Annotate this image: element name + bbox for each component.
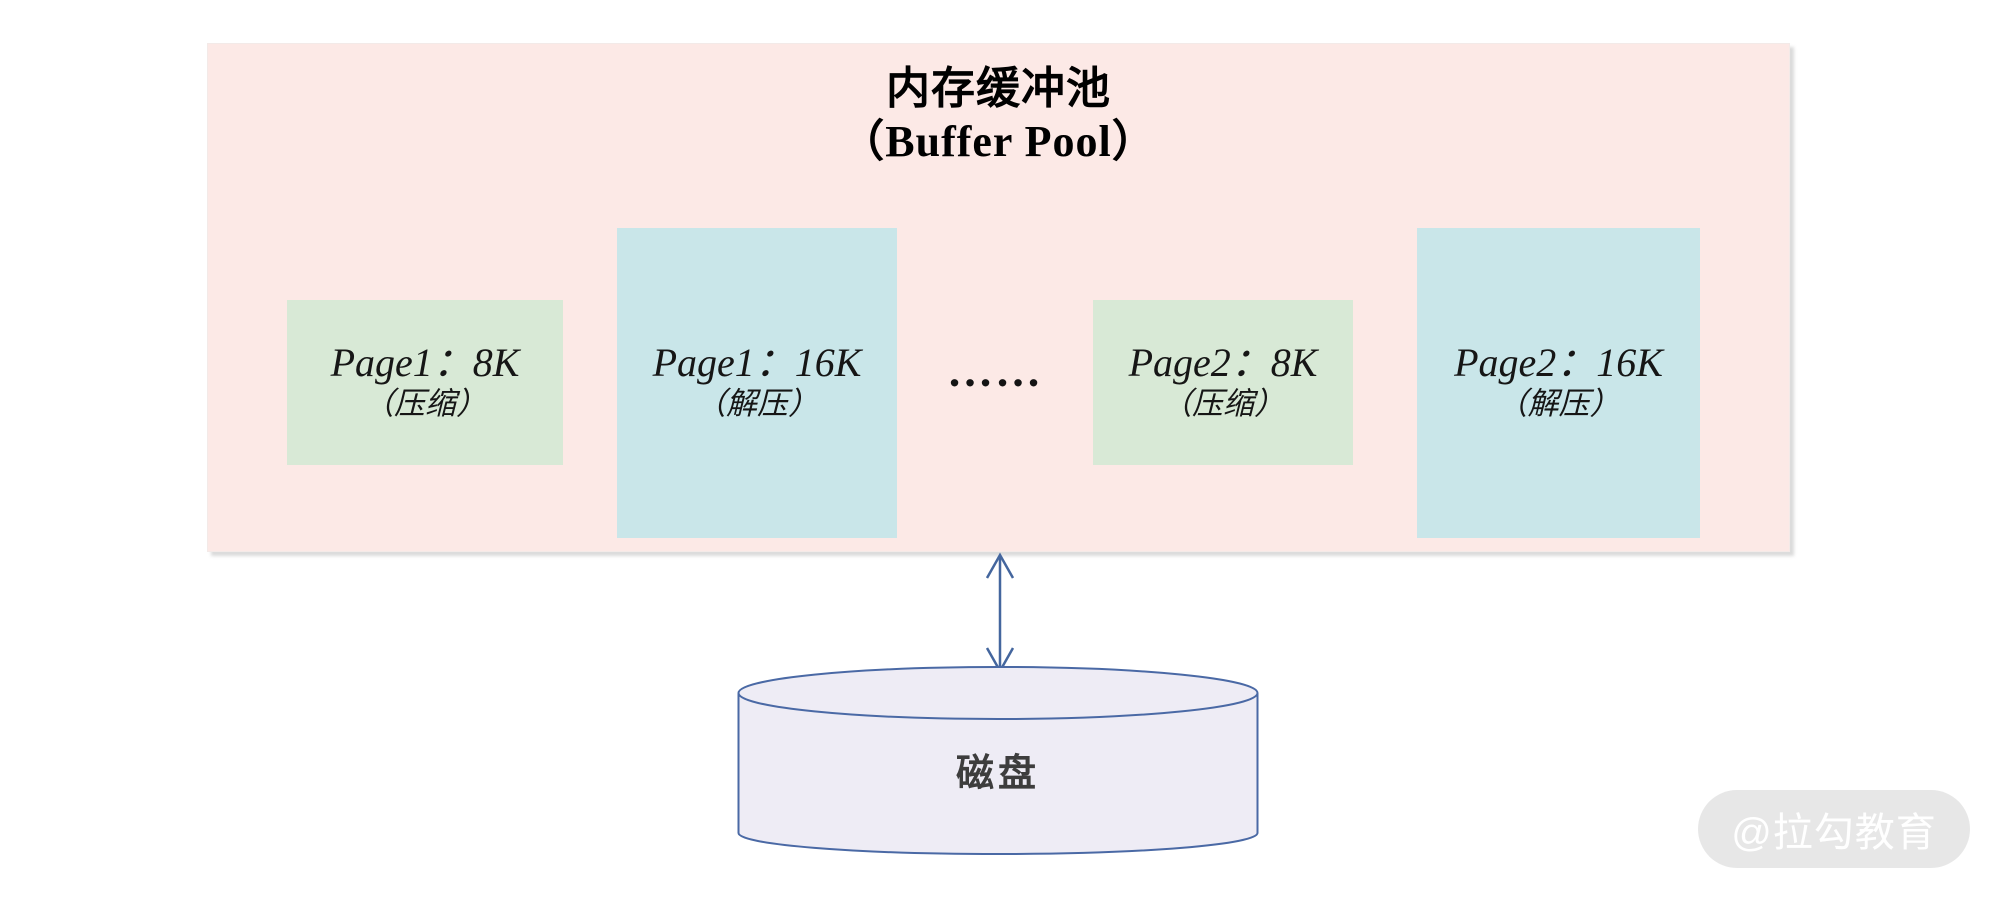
page-box-name: Page1：8K <box>330 339 520 385</box>
page-box-state: （压缩） <box>1161 385 1285 421</box>
page-box-name: Page2：16K <box>1454 340 1663 386</box>
page-box-page2-decompressed: Page2：16K （解压） <box>1417 228 1700 538</box>
disk-label: 磁盘 <box>955 752 1040 795</box>
page-box-page1-compressed: Page1：8K （压缩） <box>287 300 563 465</box>
page-box-state: （解压） <box>1496 386 1621 422</box>
ellipsis-text: …… <box>947 344 1043 396</box>
watermark-text: @拉勾教育 <box>1731 811 1937 855</box>
buffer-pool-title: 内存缓冲池 （Buffer Pool） <box>208 62 1789 168</box>
page-box-state: （压缩） <box>363 385 487 421</box>
page-box-page1-decompressed: Page1：16K （解压） <box>617 228 897 538</box>
watermark-badge: @拉勾教育 <box>1698 790 1970 868</box>
double-arrow-connector-icon <box>985 552 1015 674</box>
page-box-page2-compressed: Page2：8K （压缩） <box>1093 300 1353 465</box>
page-box-name: Page1：16K <box>652 340 862 386</box>
buffer-pool-title-en: （Buffer Pool） <box>840 117 1157 166</box>
buffer-pool-title-zh: 内存缓冲池 <box>886 64 1111 113</box>
page-box-name: Page2：8K <box>1128 339 1318 385</box>
page-box-state: （解压） <box>695 386 819 422</box>
disk-cylinder-shape <box>737 666 1259 856</box>
